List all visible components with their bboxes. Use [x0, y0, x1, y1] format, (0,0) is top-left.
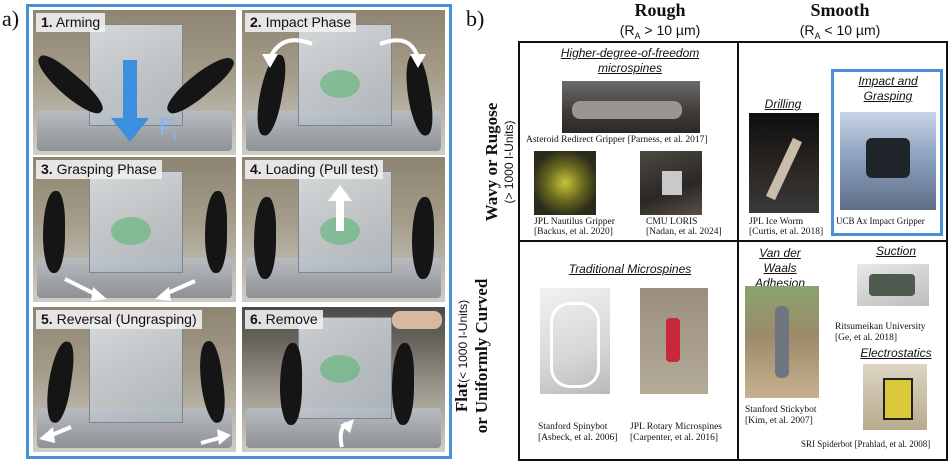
caption: SRI Spiderbot [Prahlad, et al. 2008] — [801, 439, 931, 449]
caption: UCB Ax Impact Gripper — [836, 216, 925, 226]
caption: [Kim, et al. 2007] — [745, 416, 813, 426]
row-title-flat: Flat(< 1000 I-Units) or Uniformly Curved — [452, 278, 491, 434]
spiderbot-image — [863, 364, 927, 430]
impact-arrows-icon — [262, 38, 426, 68]
suction-gripper-image — [857, 264, 929, 306]
cell-title: Drilling — [764, 97, 802, 111]
caption: Stanford Spinybot — [538, 422, 608, 432]
step-2-photo: 2. Impact Phase — [242, 10, 445, 155]
cell-rough-wavy: Higher-degree-of-freedom microspines Ast… — [520, 43, 737, 240]
spinybot-image — [540, 288, 610, 394]
force-arrow-icon — [111, 60, 149, 142]
cell-smooth-wavy: Drilling JPL Ice Worm [Curtis, et al. 20… — [739, 43, 948, 240]
cell-smooth-flat: Van der Waals Adhesion Stanford Stickybo… — [739, 242, 948, 461]
panel-a-frame: Fi 1. Arming 2. Impact Phase 3. Grasping… — [26, 4, 452, 459]
impact-grasping-highlight: Impact and Grasping UCB Ax Impact Grippe… — [831, 69, 943, 236]
rotary-microspines-image — [640, 288, 708, 394]
step-3-label: 3. Grasping Phase — [36, 160, 162, 179]
column-sub-rough: (RA > 10 µm) — [619, 22, 701, 41]
step-5-label: 5. Reversal (Ungrasping) — [36, 310, 202, 329]
column-title-smooth: Smooth — [810, 0, 870, 20]
nautilus-gripper-image — [534, 151, 596, 215]
cell-title: Electrostatics — [860, 346, 932, 360]
caption: [Curtis, et al. 2018] — [749, 227, 824, 237]
caption: Stanford Stickybot — [745, 405, 817, 415]
step-6-photo: 6. Remove — [242, 307, 445, 452]
cell-rough-flat: Traditional Microspines Stanford Spinybo… — [520, 242, 737, 461]
force-label: Fi — [159, 114, 177, 144]
step-1-label: 1. Arming — [36, 13, 106, 32]
caption: [Backus, et al. 2020] — [534, 227, 613, 237]
caption: [Ge, et al. 2018] — [835, 333, 897, 343]
step-4-label: 4. Loading (Pull test) — [245, 160, 384, 179]
caption: [Nadan, et al. 2024] — [646, 227, 722, 237]
caption: Ritsumeikan University — [835, 322, 926, 332]
column-sub-smooth: (RA < 10 µm) — [799, 22, 881, 41]
column-title-rough: Rough — [634, 0, 686, 20]
release-arrows-icon — [39, 425, 231, 445]
stickybot-image — [745, 286, 819, 398]
caption: [Carpenter, et al. 2016] — [630, 433, 718, 443]
loris-image — [640, 151, 702, 215]
grasp-arrows-icon — [64, 277, 196, 301]
caption: [Asbeck, et al. 2006] — [538, 433, 618, 443]
hand — [392, 311, 442, 329]
step-4-photo: 4. Loading (Pull test) — [242, 157, 445, 302]
step-6-label: 6. Remove — [245, 310, 323, 329]
cell-title: Impact and Grasping — [858, 74, 918, 103]
cell-title: Traditional Microspines — [568, 262, 692, 276]
comparison-matrix: Higher-degree-of-freedom microspines Ast… — [518, 41, 948, 461]
step-5-photo: 5. Reversal (Ungrasping) — [33, 307, 236, 452]
caption: CMU LORIS — [646, 217, 698, 227]
cell-title: Higher-degree-of-freedom microspines — [560, 46, 700, 75]
matrix-horizontal-divider — [520, 240, 946, 242]
matrix-vertical-divider — [737, 43, 739, 459]
panel-a-label: a) — [2, 6, 20, 31]
pull-arrow-icon — [328, 185, 352, 231]
step-3-photo: 3. Grasping Phase — [33, 157, 236, 302]
ice-worm-image — [749, 113, 819, 213]
cell-title: Van der Waals Adhesion — [754, 246, 806, 290]
caption: Asteroid Redirect Gripper [Parness, et a… — [526, 135, 708, 145]
caption: JPL Nautilus Gripper — [534, 217, 615, 227]
caption: JPL Rotary Microspines — [630, 422, 723, 432]
step-2-label: 2. Impact Phase — [245, 13, 357, 32]
step-1-photo: Fi 1. Arming — [33, 10, 236, 155]
remove-arrow-icon — [338, 419, 354, 448]
ucb-impact-gripper-image — [840, 112, 936, 210]
asteroid-gripper-image — [562, 81, 700, 133]
caption: JPL Ice Worm — [749, 217, 804, 227]
panel-b-label: b) — [466, 6, 485, 31]
cell-title: Suction — [875, 244, 917, 258]
